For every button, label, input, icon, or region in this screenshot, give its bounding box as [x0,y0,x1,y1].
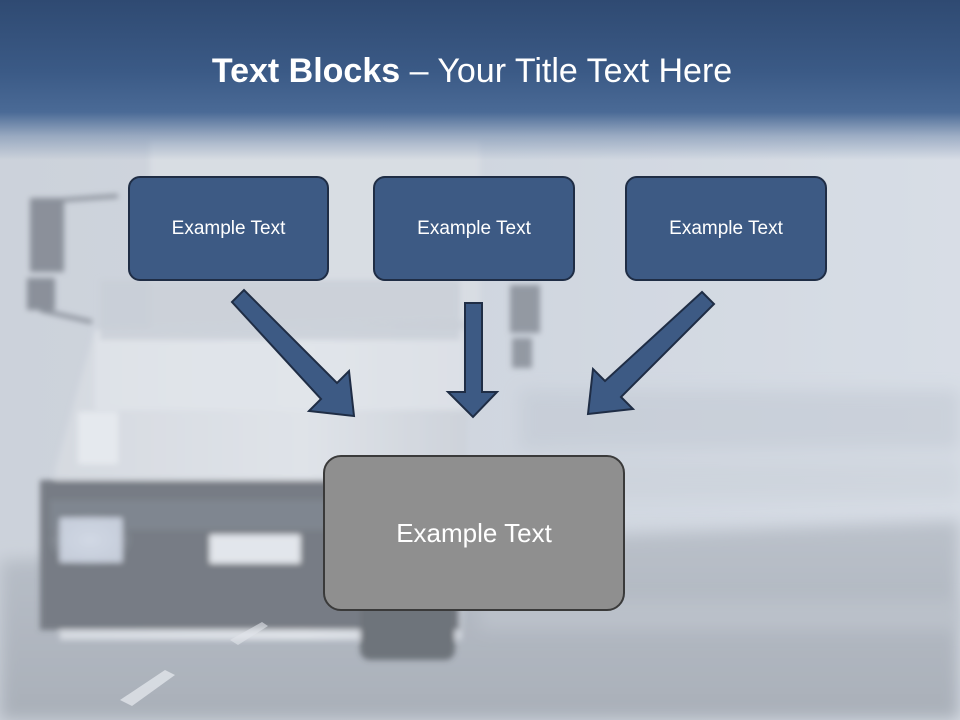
title-regular-text: – Your Title Text Here [400,52,733,90]
slide-title[interactable]: Text Blocks – Your Title Text Here [0,52,944,91]
arrow-down-right-icon[interactable] [230,288,356,418]
title-band [0,0,960,160]
target-text-block-label: Example Text [396,517,552,548]
text-block-2[interactable]: Example Text [373,176,575,281]
title-bold-text: Text Blocks [211,52,401,90]
text-block-3[interactable]: Example Text [625,176,827,281]
arrow-down-icon[interactable] [445,302,500,419]
text-block-1-label: Example Text [171,217,286,239]
text-block-2-label: Example Text [417,217,531,239]
target-text-block[interactable]: Example Text [323,455,625,611]
text-block-1[interactable]: Example Text [128,176,329,281]
arrow-down-left-icon[interactable] [586,290,716,416]
text-block-3-label: Example Text [669,217,783,239]
